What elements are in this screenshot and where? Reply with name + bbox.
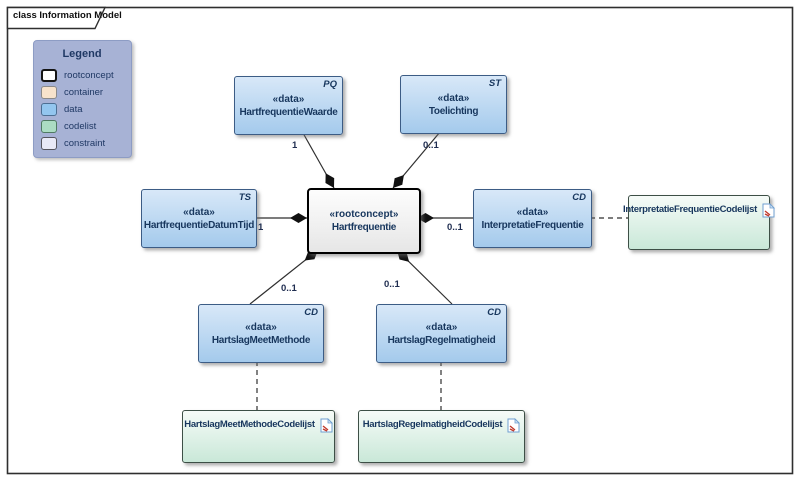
stereotype-label: «data» <box>245 321 277 333</box>
codelist-hartslagmeetmethode[interactable]: HartslagMeetMethodeCodelijst <box>182 410 335 463</box>
stereotype-label: «data» <box>272 93 305 105</box>
datatype-tag: PQ <box>323 79 337 90</box>
legend-item-codelist: codelist <box>41 118 131 135</box>
legend-title: Legend <box>62 48 102 60</box>
composition-diamond <box>393 174 404 188</box>
class-toelichting[interactable]: ST «data» Toelichting <box>400 75 507 134</box>
codelist-name: HartslagRegelmatigheidCodelijst <box>362 419 503 430</box>
class-interpretatiefrequentie[interactable]: CD «data» InterpretatieFrequentie <box>473 189 592 248</box>
legend-item-data: data <box>41 101 131 118</box>
stereotype-label: «data» <box>437 92 470 104</box>
codelist-document-icon <box>320 418 333 433</box>
stereotype-label: «data» <box>183 206 215 218</box>
class-name: Hartfrequentie <box>331 222 397 233</box>
class-hartslagmeetmethode[interactable]: CD «data» HartslagMeetMethode <box>198 304 324 363</box>
composition-diamond <box>417 213 434 223</box>
datatype-tag: CD <box>572 192 586 203</box>
class-hartfrequentiedatumtijd[interactable]: TS «data» HartfrequentieDatumTijd <box>141 189 257 248</box>
codelist-interpretatiefrequentie[interactable]: InterpretatieFrequentieCodelijst <box>623 195 775 250</box>
class-hartfrequentie-rootconcept[interactable]: «rootconcept» Hartfrequentie <box>307 188 421 254</box>
legend-label: codelist <box>64 121 97 132</box>
codelist-swatch <box>41 120 57 133</box>
multiplicity-interpretatie: 0..1 <box>447 222 463 233</box>
frame-tab <box>6 6 107 30</box>
legend-label: constraint <box>64 138 106 149</box>
multiplicity-datumtijd: 1 <box>258 222 264 233</box>
codelist-name: InterpretatieFrequentieCodelijst <box>623 204 757 215</box>
datatype-tag: ST <box>488 78 501 89</box>
legend-item-container: container <box>41 84 131 101</box>
class-name: HartfrequentieDatumTijd <box>143 219 255 231</box>
stereotype-label: «rootconcept» <box>329 209 399 220</box>
legend-label: container <box>64 87 104 98</box>
codelist-hartslagregelmatigheid[interactable]: HartslagRegelmatigheidCodelijst <box>358 410 525 463</box>
multiplicity-meetmethode: 0..1 <box>281 283 297 294</box>
multiplicity-toelichting: 0..1 <box>423 140 439 151</box>
class-name: InterpretatieFrequentie <box>481 219 584 231</box>
diagram-frame <box>6 6 794 475</box>
legend-label: rootconcept <box>64 70 114 81</box>
frame-title: class Information Model <box>13 10 122 21</box>
stereotype-label: «data» <box>425 321 458 333</box>
constraint-swatch <box>41 137 57 150</box>
codelist-document-icon <box>762 203 775 218</box>
class-name: HartfrequentieWaarde <box>239 106 338 118</box>
class-hartfrequentiewaarde[interactable]: PQ «data» HartfrequentieWaarde <box>234 76 343 135</box>
composition-diamond <box>325 173 335 188</box>
codelist-name: HartslagMeetMethodeCodelijst <box>184 419 315 430</box>
legend-item-rootconcept: rootconcept <box>41 67 131 84</box>
datatype-tag: CD <box>304 307 318 318</box>
class-hartslagregelmatigheid[interactable]: CD «data» HartslagRegelmatigheid <box>376 304 507 363</box>
datatype-tag: TS <box>238 192 251 203</box>
legend[interactable]: Legend rootconcept container data codeli… <box>33 40 132 158</box>
data-swatch <box>41 103 57 116</box>
composition-diamond <box>290 213 307 223</box>
legend-item-constraint: constraint <box>41 135 131 152</box>
multiplicity-regelmatigheid: 0..1 <box>384 279 400 290</box>
stereotype-label: «data» <box>516 206 549 218</box>
multiplicity-waarde: 1 <box>292 140 298 151</box>
container-swatch <box>41 86 57 99</box>
rootconcept-swatch <box>41 69 57 82</box>
legend-label: data <box>64 104 83 115</box>
datatype-tag: CD <box>487 307 501 318</box>
class-name: Toelichting <box>428 105 479 117</box>
class-name: HartslagRegelmatigheid <box>387 334 496 346</box>
codelist-document-icon <box>507 418 521 433</box>
class-name: HartslagMeetMethode <box>211 334 311 346</box>
